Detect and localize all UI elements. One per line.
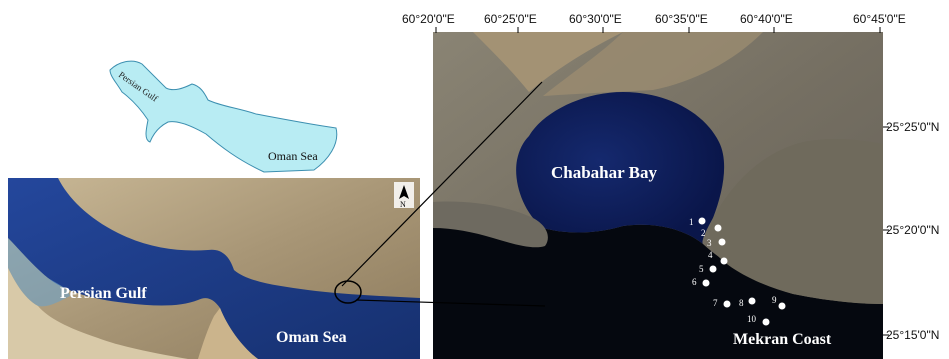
regional-oman-land <box>198 308 258 359</box>
station-marker <box>698 217 706 225</box>
regional-arabian-land <box>8 268 188 359</box>
station-label: 2 <box>701 228 706 238</box>
connector-line <box>341 81 543 287</box>
bay-label: Chabahar Bay <box>551 163 657 182</box>
station-marker <box>748 297 756 305</box>
station-marker <box>720 257 728 265</box>
inset-water-outline <box>109 60 338 173</box>
station-marker <box>714 224 722 232</box>
station-label: 4 <box>708 250 713 260</box>
detail-west-headland <box>433 201 548 248</box>
inset-oman-sea-label: Oman Sea <box>268 149 318 163</box>
regional-map: Persian Gulf Oman Sea N <box>8 178 420 359</box>
station-marker <box>709 265 717 273</box>
study-area-circle <box>334 280 362 304</box>
longitude-tick-label: 60°45'0"E <box>853 12 906 26</box>
regional-persian-gulf-label: Persian Gulf <box>60 285 147 302</box>
longitude-tick-label: 60°20'0"E <box>402 12 455 26</box>
detail-sea <box>433 215 883 359</box>
latitude-tick-label: 25°20'0"N <box>886 223 940 237</box>
detail-sand-spit <box>473 32 623 92</box>
longitude-tick-label: 60°25'0"E <box>484 12 537 26</box>
station-label: 7 <box>713 298 718 308</box>
connector-line <box>355 299 546 307</box>
station-label: 9 <box>772 295 777 305</box>
coast-label: Mekran Coast <box>733 331 832 348</box>
latitude-tick-label: 25°25'0"N <box>886 120 940 134</box>
latitude-tick-label: 25°15'0"N <box>886 328 940 342</box>
sampling-stations: 1 2 3 4 5 6 7 8 9 10 <box>689 217 786 326</box>
station-label: 10 <box>747 314 757 324</box>
station-marker <box>762 318 770 326</box>
detail-bay <box>516 92 725 244</box>
north-arrow-icon: N <box>394 182 414 209</box>
detail-east-land <box>709 138 883 304</box>
longitude-tick-label: 60°30'0"E <box>569 12 622 26</box>
regional-oman-sea-label: Oman Sea <box>276 329 347 346</box>
longitude-tick-label: 60°40'0"E <box>740 12 793 26</box>
station-marker <box>718 238 726 246</box>
detail-sand-flat <box>543 32 763 96</box>
station-label: 5 <box>699 264 704 274</box>
station-label: 1 <box>689 217 694 227</box>
svg-text:N: N <box>400 200 406 209</box>
station-label: 3 <box>707 238 712 248</box>
station-marker <box>778 302 786 310</box>
regional-sea <box>8 178 420 359</box>
longitude-tick-label: 60°35'0"E <box>655 12 708 26</box>
station-label: 8 <box>739 298 744 308</box>
station-label: 6 <box>692 277 697 287</box>
inset-map: Persian Gulf Oman Sea <box>109 60 338 173</box>
station-marker <box>702 279 710 287</box>
station-marker <box>723 300 731 308</box>
regional-shallows <box>8 238 70 307</box>
